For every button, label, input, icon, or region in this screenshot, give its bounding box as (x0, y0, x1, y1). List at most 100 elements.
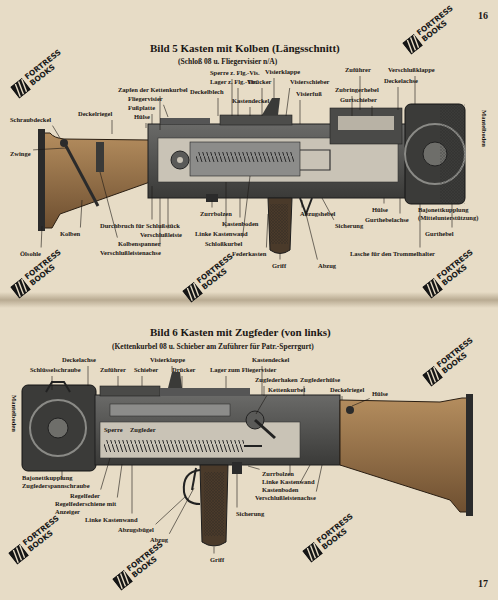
part-label: Visierfuß (296, 90, 322, 98)
part-label: Deckelachse (384, 77, 418, 85)
part-label: Gurthebel (425, 230, 454, 238)
part-label: Verschlußleiste (140, 231, 182, 239)
part-label: Deckelachse (62, 356, 96, 364)
part-label: Zugfeder (130, 426, 156, 434)
leader-line (300, 100, 301, 124)
leader-line (352, 399, 370, 407)
part-label: Schlüsselschraube (30, 366, 81, 374)
bottom-gun (22, 372, 473, 546)
watermark-text: FORTRESS BOOKS (416, 5, 459, 43)
part-label: Drücker (248, 78, 271, 86)
leader-line (80, 200, 82, 228)
part-label: Abzug (318, 262, 336, 270)
part-label: Zugfederhaken (255, 376, 298, 384)
part-label: Zapfen der Kettenkurbel (118, 86, 188, 94)
page-fold (0, 292, 498, 308)
part-label: Bajonettkupplung (Mittelunterstützung) (418, 206, 480, 221)
part-label: Lager zum Fliegervisier (210, 366, 276, 374)
leader-line (146, 123, 147, 128)
watermark-text: FORTRESS BOOKS (436, 337, 479, 375)
part-label: Linke Kastenwand (85, 516, 138, 524)
part-label: Schraubdeckel (10, 116, 51, 124)
leader-line (169, 488, 194, 534)
watermark: FORTRESS BOOKS (301, 513, 358, 563)
leader-line (152, 114, 153, 124)
leader-line (400, 198, 401, 214)
part-label: Regelfederschiene mit Anzeiger (55, 500, 117, 515)
leader-line (156, 496, 186, 524)
part-label: Fliegervisier (128, 95, 163, 103)
watermark: FORTRESS BOOKS (421, 337, 478, 387)
part-label: Zwinge (10, 150, 31, 158)
part-label: Bajonettkupplung (22, 474, 73, 482)
leader-line (112, 120, 113, 134)
part-label: Verschlußleistenachse (255, 494, 316, 502)
leader-line (182, 376, 183, 388)
part-label: Lasche für den Trommelhalter (350, 250, 435, 258)
watermark: FORTRESS BOOKS (401, 5, 458, 55)
part-label: Zurrbolzen (200, 210, 232, 218)
part-label: Abzugsbügel (118, 526, 154, 534)
leader-line (142, 376, 143, 386)
leader-line (212, 200, 213, 208)
part-label: Schloßkurbel (205, 240, 242, 248)
part-label: Zuführer (100, 366, 126, 374)
part-label: Kastenboden (222, 220, 258, 228)
part-label: Gurtschieber (340, 96, 377, 104)
leader-line (214, 547, 215, 554)
watermark-text: FORTRESS BOOKS (22, 515, 65, 553)
leader-line (101, 458, 110, 490)
leader-line (302, 200, 303, 208)
leader-line (384, 198, 385, 204)
leader-line (218, 98, 219, 116)
leader-line (237, 474, 238, 508)
part-label: Drücker (172, 366, 195, 374)
part-label: Hülse (372, 206, 388, 214)
leader-line (306, 214, 317, 260)
figure-subtitle: (Kettenkurbel 08 u. Schieber am Zuführer… (112, 342, 314, 351)
leader-line (226, 376, 227, 388)
leader-line (398, 87, 399, 110)
part-label: Kastendeckel (252, 356, 289, 364)
watermark: FORTRESS BOOKS (7, 515, 64, 565)
leader-line (274, 78, 275, 98)
part-label: Griff (210, 556, 224, 564)
part-label: Deckelblech (190, 88, 224, 96)
leader-line (342, 396, 343, 400)
leader-line (118, 376, 119, 386)
leader-line (117, 464, 122, 498)
part-label: Durchbruch für Schlußstück (100, 222, 180, 230)
part-label: Kastendeckel (232, 97, 269, 105)
part-label: Zubringerhebel (335, 86, 379, 94)
part-label: Regelfeder (70, 492, 100, 500)
part-label: Sicherung (236, 510, 264, 518)
part-label: Abzugshebel (300, 210, 335, 218)
figure-subtitle: (Schloß 08 u. Fliegervisier n/A) (178, 57, 277, 66)
part-label: Federkasten (232, 250, 266, 258)
leader-line (132, 465, 133, 514)
leader-line (266, 214, 268, 248)
leader-line (286, 88, 290, 116)
part-label: Verschlußklappe (388, 66, 435, 74)
leader-line (52, 376, 53, 390)
part-label: Kolbenspanner (118, 240, 161, 248)
top-gun (38, 98, 465, 254)
part-label: Mantelboden (481, 110, 489, 147)
part-label: Linke Kastenwand (262, 478, 315, 486)
leader-line (88, 366, 89, 386)
leader-line (256, 396, 267, 414)
part-label: Hülse (372, 390, 388, 398)
part-label: Deckelriegel (330, 386, 364, 394)
leader-line (248, 466, 260, 469)
leader-line (264, 386, 265, 396)
part-label: Ölsohle (20, 250, 41, 258)
part-label: Linke Kastenwand (195, 230, 248, 238)
page-number: 17 (478, 578, 488, 590)
leader-line (240, 198, 241, 218)
part-label: Visierschieber (290, 78, 329, 86)
part-label: Schieber (134, 366, 158, 374)
part-label: Griff (272, 262, 286, 270)
leader-line (372, 106, 373, 116)
part-label: Sperre z. Flg.-Vis. (210, 69, 260, 77)
leader-line (152, 186, 153, 220)
